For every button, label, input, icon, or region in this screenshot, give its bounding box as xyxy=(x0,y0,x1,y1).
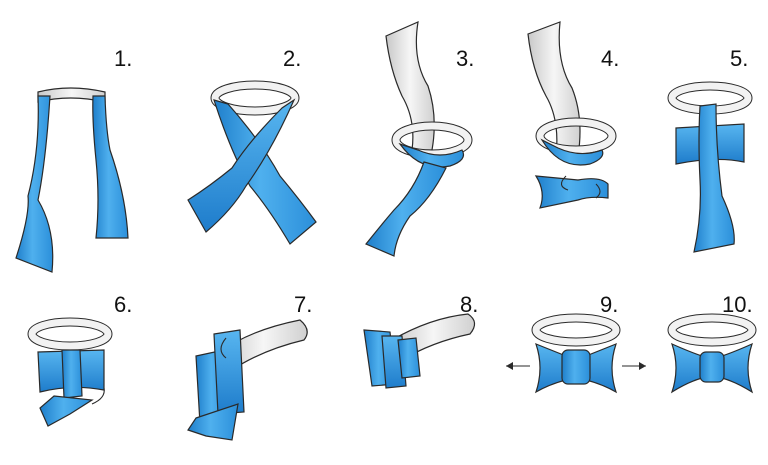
tie-hanging-end xyxy=(365,161,447,257)
step-label-10: 10. xyxy=(722,292,753,317)
step-label-8: 8. xyxy=(460,292,479,317)
bow-right-wing xyxy=(721,342,754,394)
knot-wrap xyxy=(540,138,604,166)
fold-arrow xyxy=(560,175,601,199)
bow-right-wing xyxy=(397,337,421,379)
step-4-figure xyxy=(527,21,617,209)
step-label-3: 3. xyxy=(456,46,475,71)
tuck-arrow xyxy=(91,387,105,405)
step-6-figure xyxy=(27,317,113,427)
tie-end-tucking xyxy=(39,395,94,427)
tie-left-end xyxy=(15,95,54,273)
step-label-2: 2. xyxy=(283,46,302,71)
bow-knot xyxy=(699,351,725,383)
step-label-1: 1. xyxy=(114,46,133,71)
bow-left-wing xyxy=(670,342,703,394)
bow-knot xyxy=(213,329,245,415)
step-1-figure xyxy=(15,87,129,273)
knot-center xyxy=(61,349,83,399)
pull-loop xyxy=(220,337,227,359)
step-3-figure xyxy=(365,21,473,257)
step-label-4: 4. xyxy=(601,46,620,71)
step-label-9: 9. xyxy=(600,292,619,317)
bow-knot xyxy=(561,349,591,385)
step-7-figure xyxy=(187,319,308,441)
bow-left-wing xyxy=(534,342,567,394)
pull-left-arrow xyxy=(506,362,530,370)
tie-over-end xyxy=(187,98,296,233)
step-label-5: 5. xyxy=(730,46,749,71)
tie-hanging-end xyxy=(693,103,735,253)
step-2-figure xyxy=(187,80,317,245)
step-label-6: 6. xyxy=(114,292,133,317)
pull-right-arrow xyxy=(622,362,646,370)
bow-lower-end xyxy=(187,403,239,441)
tie-right-end xyxy=(92,95,129,239)
step-label-7: 7. xyxy=(294,292,313,317)
step-9-figure xyxy=(506,313,646,394)
bow-right-wing xyxy=(585,342,618,394)
step-8-figure xyxy=(363,313,476,389)
bow-fold xyxy=(534,175,609,209)
step-5-figure xyxy=(667,81,753,253)
step-10-figure xyxy=(667,313,757,394)
